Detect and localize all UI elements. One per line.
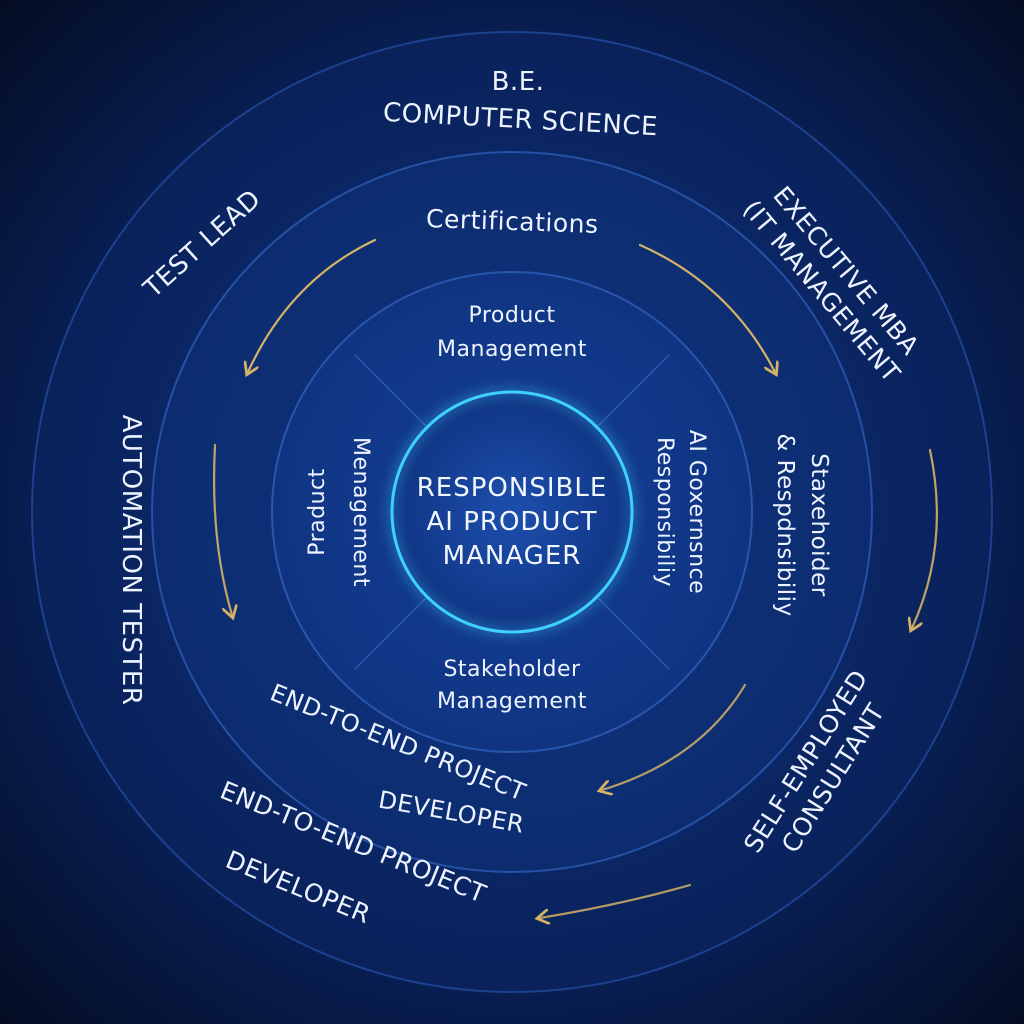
outer-left-text: AUTOMATION TESTER bbox=[116, 415, 146, 706]
core-circle bbox=[392, 392, 632, 632]
arrow-bottom-outer bbox=[540, 883, 692, 918]
inner-top-line-1: Product bbox=[468, 303, 555, 328]
arrow-right bbox=[912, 448, 938, 628]
arrow-top-left bbox=[248, 238, 377, 372]
inner-right-label: AI Goxernsnce Responsibiliy bbox=[652, 430, 709, 594]
center-title: RESPONSIBLE AI PRODUCT MANAGER bbox=[417, 473, 608, 571]
center-line-2: AI PRODUCT bbox=[426, 507, 597, 537]
inner-left-label: Praduct bbox=[305, 468, 330, 556]
middle-right-line-1: Staxehoider bbox=[806, 453, 832, 597]
middle-right-label: Staxehoider & Respdnsibiliy bbox=[772, 433, 832, 616]
inner-left-label-2: Menagement bbox=[348, 437, 373, 587]
inner-right-line-1: AI Goxernsnce bbox=[684, 430, 709, 594]
flow-arrows bbox=[212, 238, 938, 918]
inner-right-line-2: Responsibiliy bbox=[652, 437, 677, 587]
outer-left-label: AUTOMATION TESTER bbox=[116, 415, 146, 706]
outer-top-line-1: B.E. bbox=[492, 67, 545, 97]
middle-right-line-2: & Respdnsibiliy bbox=[772, 433, 798, 616]
inner-left-line-2: Menagement bbox=[348, 437, 373, 587]
middle-top-label: Certifications bbox=[426, 204, 600, 239]
center-line-3: MANAGER bbox=[443, 541, 582, 571]
center-line-1: RESPONSIBLE bbox=[417, 473, 608, 503]
inner-bottom-line-1: Stakeholder bbox=[443, 657, 581, 682]
arrow-bottom-inner bbox=[602, 683, 747, 790]
inner-ring-dividers bbox=[354, 354, 670, 670]
arrow-top-right bbox=[638, 243, 775, 372]
arrow-left bbox=[212, 443, 232, 615]
core-glow-ring bbox=[390, 390, 634, 634]
inner-left-line-1: Praduct bbox=[305, 468, 330, 556]
inner-top-line-2: Management bbox=[437, 337, 587, 362]
inner-bottom-line-2: Management bbox=[437, 689, 587, 714]
